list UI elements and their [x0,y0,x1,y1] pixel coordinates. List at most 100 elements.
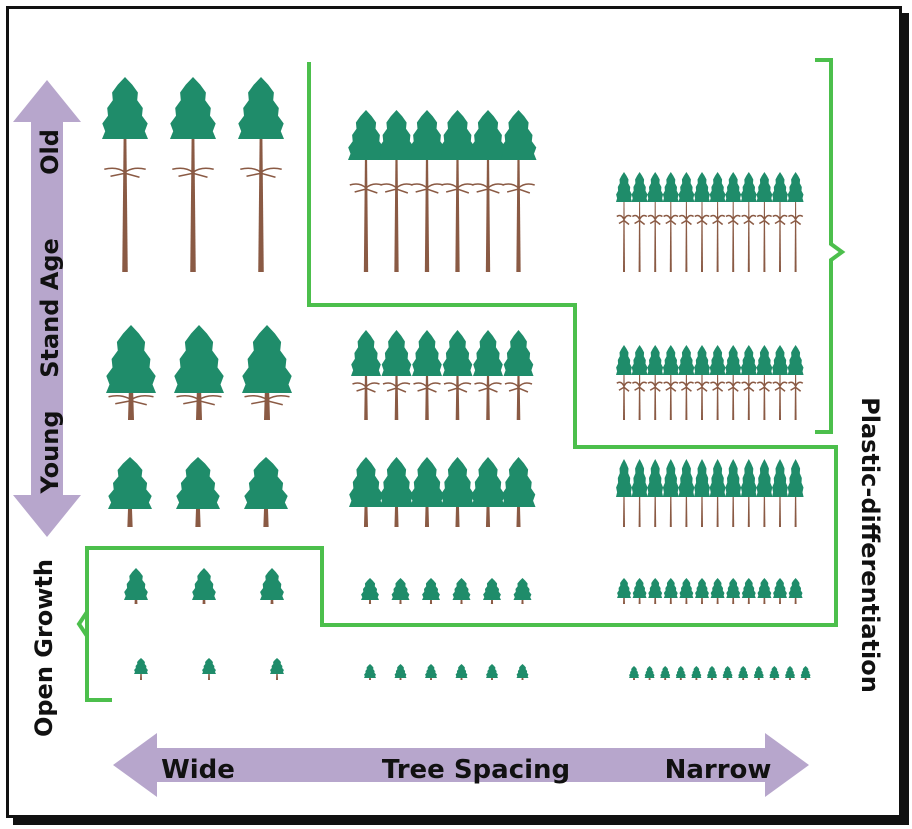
tree-branches [413,382,441,393]
tree-crown [483,578,501,600]
tree [678,345,695,420]
tree-branches [741,214,757,226]
tree-branches [787,381,804,392]
tree-crown [455,664,468,678]
tree-trunk [258,108,264,272]
tree [134,658,148,680]
tree-trunk [701,187,703,272]
tree-trunk [747,187,750,272]
open-growth-bracket-notch [76,610,89,638]
tree [710,578,725,604]
tree-crown [616,459,632,497]
tree-crown [675,666,686,678]
tree-crown [631,459,648,497]
tree-trunk [485,135,491,272]
tree [773,578,787,604]
tree [722,666,733,680]
tree [381,330,412,420]
tree-branches [352,382,380,393]
tree-crown [106,325,156,393]
tree-crown [616,172,632,202]
tree [349,457,383,527]
tree-crown [772,459,788,497]
tree-crown [192,568,216,600]
tree [709,345,726,420]
tree [632,578,647,604]
tree-trunk [516,135,521,272]
tree-crown [756,459,773,497]
tree-crown [425,664,437,678]
tree-crown [707,666,717,678]
tree-crown [516,664,529,678]
tree-crown [787,459,804,497]
tree [741,578,756,604]
tree [709,459,726,527]
tree [631,345,648,420]
tree-crown [486,664,498,678]
tree-crown [738,666,749,678]
tree [740,172,757,272]
tree-trunk [716,187,719,272]
tree [351,330,381,420]
tree-spacing-arrow [113,733,809,797]
tree-crown [394,664,407,678]
tree-crown [756,345,773,375]
tree-crown [722,666,733,678]
tree [772,345,788,420]
tree-crown [452,578,471,600]
tree [691,666,702,680]
tree-crown [740,345,757,375]
tree-crown [242,325,292,393]
tree-crown [725,172,742,202]
tree [772,459,788,527]
tree-crown [351,330,381,376]
tree [516,664,529,680]
tree [629,666,639,680]
wide-label: Wide [161,755,235,785]
tree-branches [104,167,146,178]
tree-trunk [394,135,399,272]
tree [501,457,536,527]
tree-crown [470,110,506,160]
tree [364,664,376,680]
tree [616,459,632,527]
tree-crown [202,658,216,674]
tree [787,172,804,272]
tree-branches [694,381,710,392]
tree-crown [679,578,694,598]
tree [238,77,284,272]
tree-branches [756,214,773,226]
tree-crown [616,345,632,375]
tree-crown [391,578,410,600]
tree-crown [694,172,710,202]
tree [788,578,803,604]
tree [756,345,773,420]
tree [616,172,632,272]
tree-trunk [190,108,196,272]
tree [644,666,655,680]
tree-trunk [779,187,781,272]
tree-branches [240,167,282,178]
tree-crown [678,459,695,497]
tree [503,330,534,420]
young-label: Young [36,410,64,494]
tree-crown [648,578,663,598]
tree [694,172,710,272]
tree [442,330,473,420]
tree [787,345,804,420]
tree-crown [787,172,804,202]
tree [202,658,216,680]
tree [617,578,631,604]
tree [470,110,506,272]
tree-branches [647,214,663,226]
tree [106,325,156,420]
tree [647,345,664,420]
tree-branches [678,214,695,226]
tree-crown [741,578,756,598]
tree-branches [647,381,663,392]
tree-crown [422,578,440,600]
tree-crown [695,578,709,598]
tree-crown [238,77,284,139]
tree [678,459,695,527]
tree-crown [694,459,710,497]
